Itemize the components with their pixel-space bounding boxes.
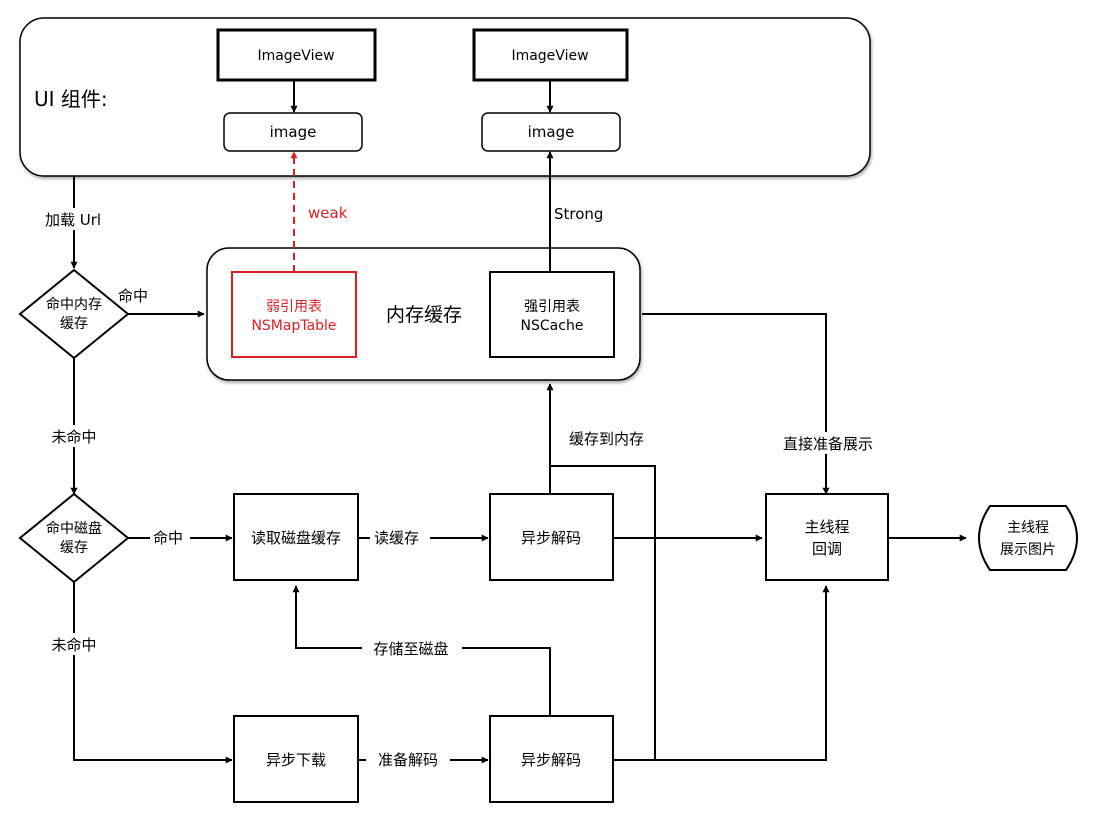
async-download-label: 异步下载 bbox=[266, 751, 326, 769]
weak-table-line1: 弱引用表 bbox=[266, 299, 322, 315]
decision-disk-line1: 命中磁盘 bbox=[46, 520, 102, 537]
imageview-left-box bbox=[216, 28, 377, 82]
edge-direct-prepare bbox=[642, 313, 830, 495]
edge-load-url-label: 加载 Url bbox=[45, 211, 101, 229]
async-decode-top-label: 异步解码 bbox=[521, 529, 581, 547]
memory-cache-title: 内存缓存 bbox=[386, 304, 462, 326]
async-download-box bbox=[233, 715, 359, 803]
ui-group-label: UI 组件: bbox=[34, 87, 108, 111]
ui-components-group bbox=[19, 17, 871, 177]
edge-strong-label: Strong bbox=[554, 205, 603, 223]
strong-table-line1: 强引用表 bbox=[524, 299, 580, 315]
imageview-right-label: ImageView bbox=[511, 48, 588, 64]
edge-decode-bottom-to-main bbox=[655, 585, 830, 761]
edge-save-to-disk-label: 存储至磁盘 bbox=[373, 640, 448, 658]
edge-read-cache-label: 读缓存 bbox=[374, 529, 419, 547]
edge-direct-prepare-label: 直接准备展示 bbox=[783, 435, 873, 453]
decision-memory-diamond bbox=[18, 268, 130, 360]
edge-cache-to-memory-label: 缓存到内存 bbox=[569, 430, 644, 448]
image-left-label: image bbox=[270, 123, 317, 141]
async-decode-top-box bbox=[489, 493, 614, 581]
strong-table-box bbox=[489, 271, 615, 358]
weak-table-box bbox=[231, 271, 357, 358]
image-right-label: image bbox=[528, 123, 575, 141]
edge-prepare-decode-label: 准备解码 bbox=[378, 751, 438, 769]
main-callback-line1: 主线程 bbox=[804, 518, 849, 536]
decision-memory-line1: 命中内存 bbox=[46, 296, 102, 313]
image-right-box bbox=[481, 112, 621, 152]
read-disk-cache-label: 读取磁盘缓存 bbox=[251, 529, 341, 547]
strong-table-line2: NSCache bbox=[521, 318, 584, 334]
imageview-right-box bbox=[472, 28, 629, 82]
main-display-line1: 主线程 bbox=[1007, 520, 1049, 536]
decision-disk-line2: 缓存 bbox=[60, 540, 88, 556]
read-disk-cache-box bbox=[233, 493, 359, 581]
main-display-terminal bbox=[978, 505, 1078, 571]
main-display-line2: 展示图片 bbox=[1000, 542, 1056, 558]
imageview-left-label: ImageView bbox=[257, 48, 334, 64]
main-callback-line2: 回调 bbox=[812, 540, 842, 558]
edge-hit-memory-label: 命中 bbox=[118, 287, 148, 305]
decision-memory-line2: 缓存 bbox=[60, 316, 88, 332]
edge-decode-bottom-to-cache bbox=[550, 465, 656, 761]
edge-weak-label: weak bbox=[308, 204, 348, 222]
weak-table-line2: NSMapTable bbox=[251, 318, 336, 334]
edge-miss-disk-label: 未命中 bbox=[51, 636, 96, 654]
edge-miss-memory-label: 未命中 bbox=[51, 428, 96, 446]
main-callback-box bbox=[765, 493, 889, 581]
decision-disk-diamond bbox=[18, 492, 130, 584]
edge-hit-disk-label: 命中 bbox=[153, 529, 183, 547]
async-decode-bottom-box bbox=[489, 715, 614, 803]
image-left-box bbox=[223, 112, 363, 152]
edge-miss-disk bbox=[73, 582, 233, 764]
async-decode-bottom-label: 异步解码 bbox=[521, 751, 581, 769]
